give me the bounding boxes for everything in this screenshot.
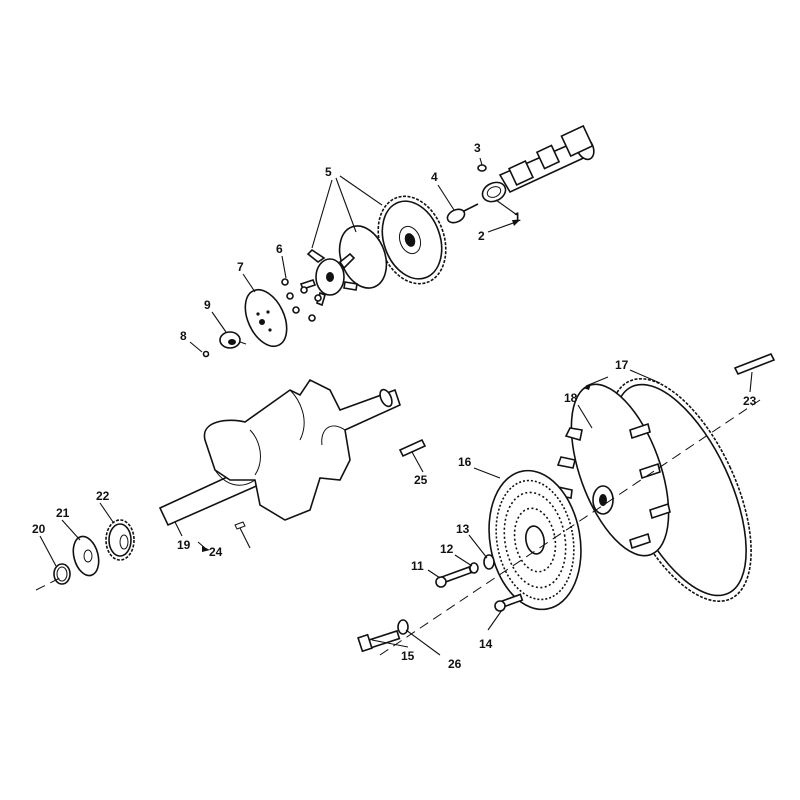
label-18: 18 <box>564 391 578 405</box>
label-11: 11 <box>411 559 424 573</box>
label-15: 15 <box>401 649 415 663</box>
key-24 <box>234 521 246 530</box>
label-21: 21 <box>56 506 70 520</box>
label-14: 14 <box>479 637 493 651</box>
governor-plate <box>244 288 288 348</box>
governor-cup <box>219 331 247 349</box>
label-2: 2 <box>478 229 485 243</box>
label-22: 22 <box>96 489 110 503</box>
pin-8 <box>202 350 210 358</box>
cam-pin <box>446 203 479 224</box>
label-13: 13 <box>456 522 470 536</box>
washer-12 <box>469 562 479 574</box>
label-1: 1 <box>514 210 521 224</box>
bolt-15 <box>357 629 401 653</box>
retaining-ring <box>53 563 71 585</box>
flywheel-axis <box>379 399 761 656</box>
washer-21 <box>72 535 100 577</box>
label-17: 17 <box>615 358 629 372</box>
key-23 <box>733 352 776 376</box>
governor-balls <box>281 278 322 322</box>
washer-13 <box>483 554 495 570</box>
cam-bushing <box>481 181 507 203</box>
screw-14 <box>494 593 524 612</box>
callout-labels: 1 2 3 4 5 6 7 8 9 11 12 13 14 15 16 17 1… <box>32 141 757 671</box>
label-12: 12 <box>440 542 454 556</box>
leader-lines <box>39 157 753 656</box>
label-9: 9 <box>204 298 211 312</box>
crankshaft <box>158 378 401 527</box>
camshaft <box>498 124 595 194</box>
label-20: 20 <box>32 522 46 536</box>
label-8: 8 <box>180 329 187 343</box>
screen-16 <box>488 469 582 611</box>
label-5: 5 <box>325 165 332 179</box>
label-23: 23 <box>743 394 757 408</box>
crank-gear <box>105 519 135 561</box>
washer-26 <box>397 619 409 635</box>
key-25 <box>398 438 427 458</box>
label-16: 16 <box>458 455 472 469</box>
label-4: 4 <box>431 170 438 184</box>
screw-11 <box>435 566 473 588</box>
label-19: 19 <box>177 538 191 552</box>
label-7: 7 <box>237 260 244 274</box>
label-26: 26 <box>448 657 462 671</box>
cam-gear <box>377 195 447 285</box>
pin-3 <box>477 164 487 172</box>
label-25: 25 <box>414 473 428 487</box>
label-24: 24 <box>209 545 223 559</box>
label-6: 6 <box>276 242 283 256</box>
crank-axis <box>35 577 61 591</box>
label-3: 3 <box>474 141 481 155</box>
